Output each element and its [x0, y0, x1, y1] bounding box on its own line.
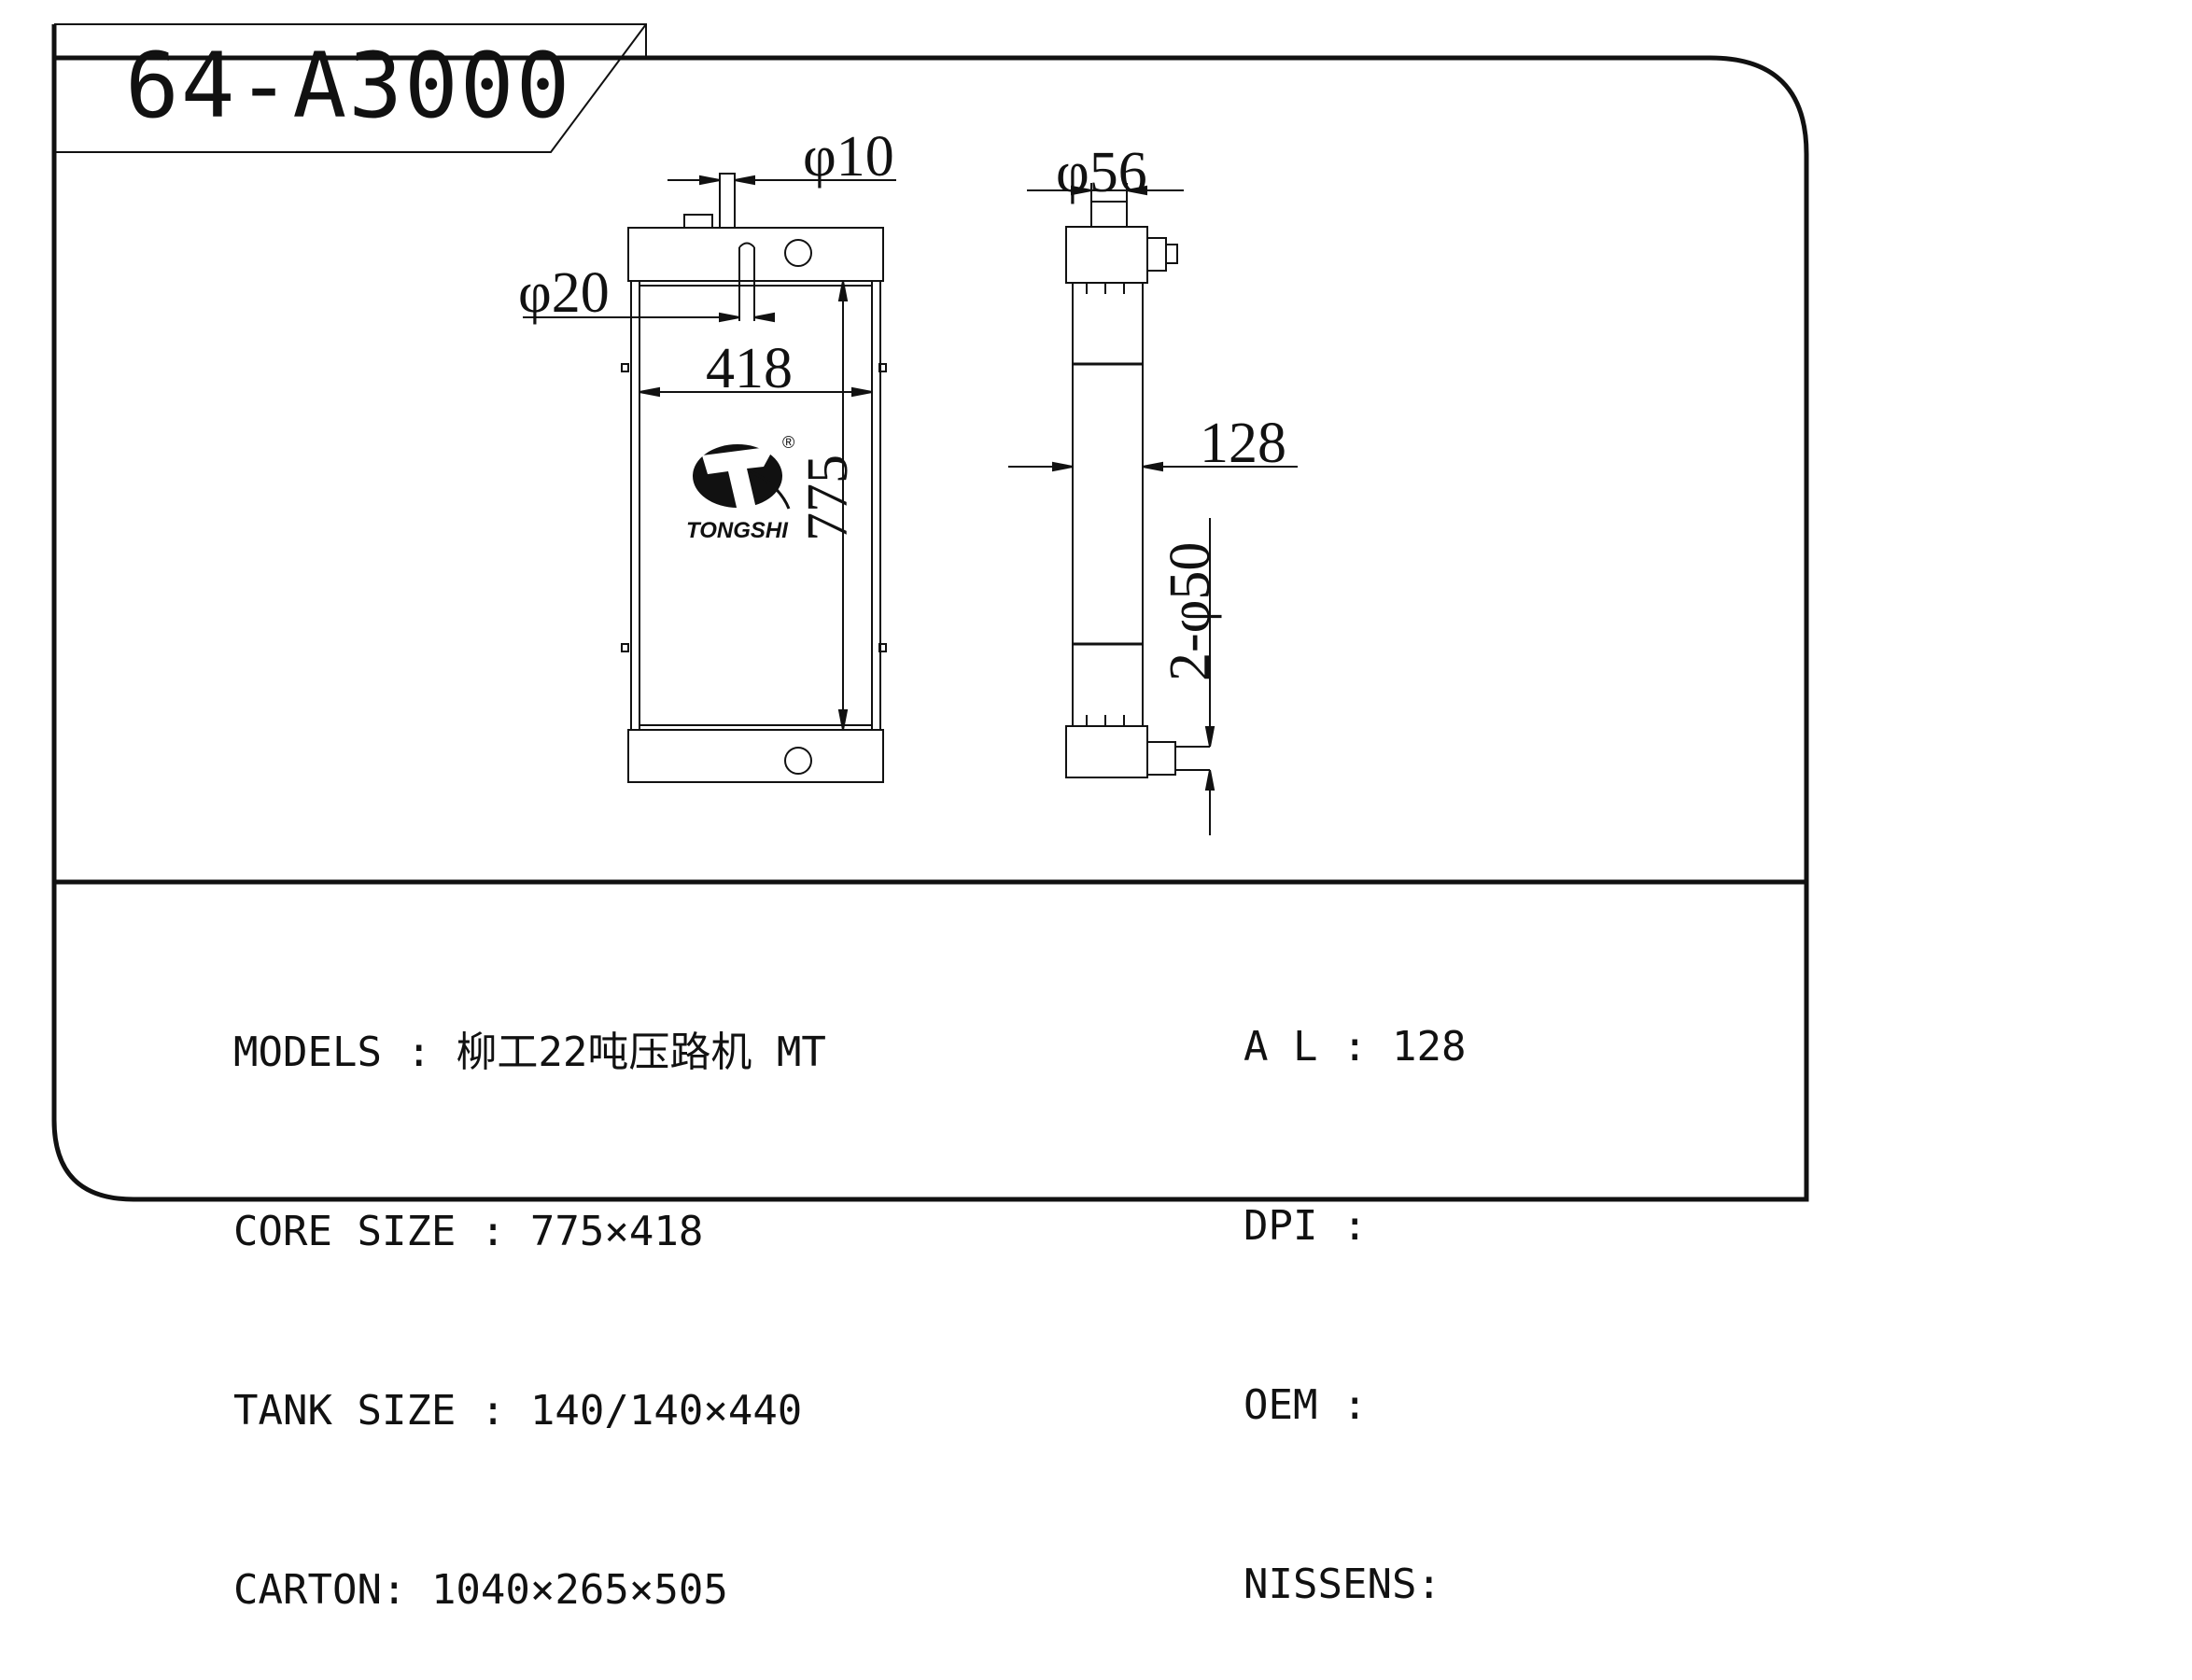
spec-row-models: MODELS : 柳工22吨压路机 MT	[233, 1029, 826, 1076]
technical-drawing: φ10 φ20 418 775 ® TONGSHI	[51, 23, 1809, 1202]
front-view	[621, 173, 887, 783]
top-port	[784, 239, 812, 267]
side-view	[1065, 201, 1210, 778]
side-top-tank	[1065, 226, 1148, 284]
top-tank	[627, 227, 884, 282]
spec-row-carton: CARTON: 1040×265×505	[233, 1566, 728, 1614]
dim-128-label: 128	[1200, 412, 1286, 475]
dim-418-label: 418	[706, 337, 793, 400]
part-number-title: 64-A3000	[125, 34, 572, 138]
bottom-tank	[627, 729, 884, 783]
specs-left: MODELS : 柳工22吨压路机 MT CORE SIZE : 775×418…	[233, 903, 826, 1680]
side-bottom-tank	[1065, 725, 1148, 778]
dim-2phi50-label: 2-φ50	[1159, 542, 1222, 681]
dim-775-label: 775	[796, 455, 860, 541]
dim-418	[639, 386, 873, 398]
tongshi-logo: ® TONGSHI	[686, 433, 794, 543]
dim-775	[837, 280, 849, 731]
specs-right: A L : 128 DPI : OEM : NISSENS:	[1244, 898, 1466, 1674]
dim-2phi50	[1204, 518, 1215, 835]
spec-row-core-size: CORE SIZE : 775×418	[233, 1208, 704, 1255]
bottom-port	[784, 747, 812, 775]
spec-row-oem: OEM :	[1244, 1381, 1368, 1429]
dim-phi20	[523, 312, 775, 323]
dim-phi20-label: φ20	[518, 261, 610, 325]
title-tab	[54, 23, 647, 153]
spec-row-al: A L : 128	[1244, 1023, 1467, 1071]
logo-text: TONGSHI	[686, 518, 789, 543]
outer-frame	[51, 24, 1809, 1202]
dim-phi10-label: φ10	[803, 125, 894, 189]
spec-row-dpi: DPI :	[1244, 1202, 1368, 1250]
dim-128	[1008, 461, 1298, 472]
spec-row-nissens: NISSENS:	[1244, 1561, 1441, 1608]
logo-registered: ®	[782, 433, 794, 452]
dim-phi56	[1027, 183, 1184, 202]
dim-phi56-label: φ56	[1056, 141, 1147, 204]
spec-row-tank-size: TANK SIZE : 140/140×440	[233, 1387, 803, 1435]
dim-phi10	[667, 174, 896, 191]
core	[639, 285, 873, 726]
